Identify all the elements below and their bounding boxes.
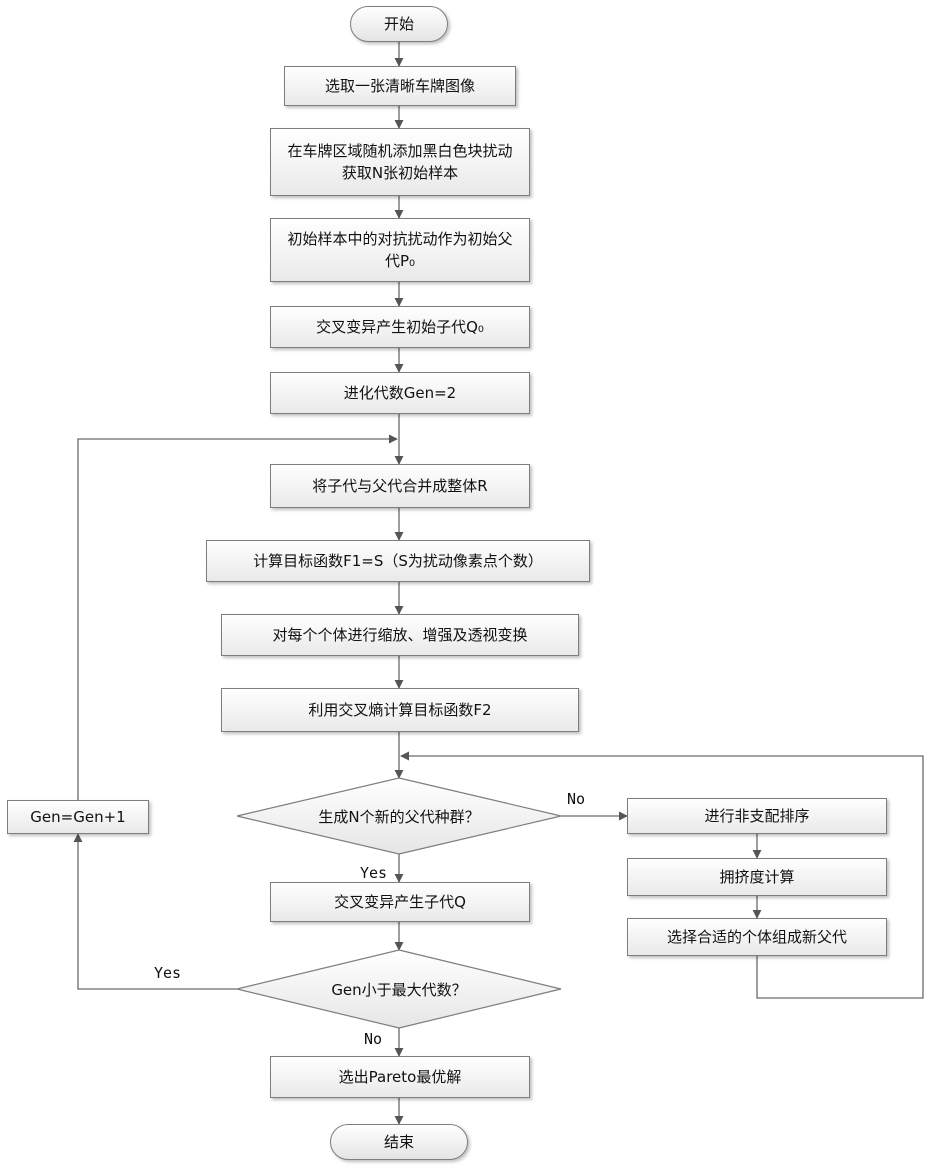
- yes-label-decision2: Yes: [154, 964, 181, 982]
- decision-max-gen: Gen小于最大代数？: [237, 950, 561, 1028]
- transform-step: 对每个个体进行缩放、增强及透视变换: [221, 614, 579, 656]
- nondominated-sort-step: 进行非支配排序: [627, 798, 887, 834]
- decision-new-parent: 生成N个新的父代种群？: [237, 778, 561, 854]
- no-label-decision2: No: [364, 1030, 382, 1048]
- compute-f1-step: 计算目标函数F1=S（S为扰动像素点个数）: [206, 540, 590, 582]
- merge-step: 将子代与父代合并成整体R: [270, 464, 530, 508]
- gen-init-step: 进化代数Gen=2: [270, 372, 530, 414]
- initial-parent-step: 初始样本中的对抗扰动作为初始父代P₀: [270, 218, 530, 282]
- compute-f2-step: 利用交叉熵计算目标函数F2: [221, 688, 579, 732]
- select-pareto-step: 选出Pareto最优解: [270, 1056, 530, 1098]
- no-label-decision1: No: [567, 790, 585, 808]
- crowding-step: 拥挤度计算: [627, 858, 887, 896]
- select-new-parent-step: 选择合适的个体组成新父代: [627, 918, 887, 956]
- initial-child-step: 交叉变异产生初始子代Q₀: [270, 306, 530, 348]
- gen-increment-step: Gen=Gen+1: [7, 800, 149, 834]
- end-node: 结束: [330, 1124, 468, 1160]
- yes-label-decision1: Yes: [360, 864, 387, 882]
- select-image-step: 选取一张清晰车牌图像: [284, 66, 516, 106]
- start-node: 开始: [350, 6, 448, 42]
- add-blocks-step: 在车牌区域随机添加黑白色块扰动获取N张初始样本: [270, 128, 530, 196]
- crossover-child-step: 交叉变异产生子代Q: [270, 882, 530, 922]
